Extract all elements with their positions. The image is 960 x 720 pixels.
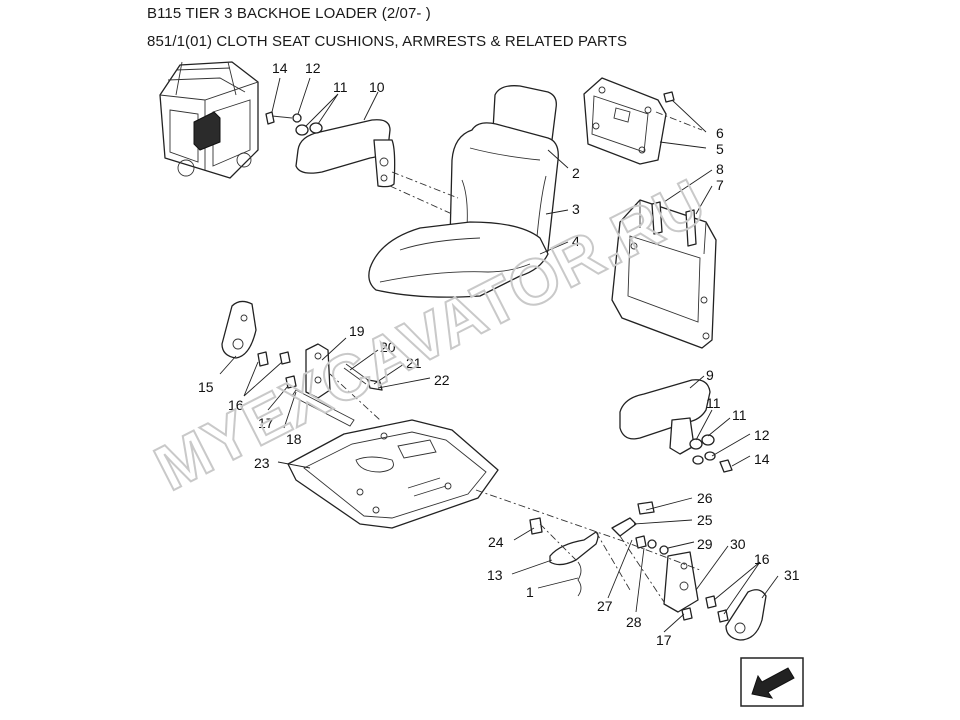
callout-7: 7 <box>716 177 724 193</box>
callout-15: 15 <box>198 379 214 395</box>
callout-22: 22 <box>434 372 450 388</box>
side-bracket-left <box>221 300 297 389</box>
callout-16-left: 16 <box>228 397 244 413</box>
seat-cushion <box>368 221 549 298</box>
callout-25: 25 <box>697 512 713 528</box>
page-title: B115 TIER 3 BACKHOE LOADER (2/07- ) <box>147 5 431 22</box>
callout-31: 31 <box>784 567 800 583</box>
armrest-upper <box>265 111 396 188</box>
callout-30: 30 <box>730 536 746 552</box>
callout-labels: 14 12 11 10 2 3 4 6 5 8 7 9 11 11 12 14 … <box>198 60 800 648</box>
callout-23: 23 <box>254 455 270 471</box>
seat-back-frame <box>611 199 717 349</box>
callout-11-right-a: 11 <box>706 395 721 411</box>
callout-12: 12 <box>305 60 321 76</box>
callout-2: 2 <box>572 165 580 181</box>
callout-1: 1 <box>526 584 534 600</box>
callout-11-right-b: 11 <box>732 407 747 423</box>
callout-28: 28 <box>626 614 642 630</box>
callout-8: 8 <box>716 161 724 177</box>
slide-adjuster-assembly <box>291 343 383 427</box>
callout-17-left: 17 <box>258 415 274 431</box>
callout-14: 14 <box>272 60 288 76</box>
callout-18: 18 <box>286 431 302 447</box>
seat-back-panel <box>583 77 675 165</box>
callout-16-right: 16 <box>754 551 770 567</box>
bolt-14-upper <box>265 111 293 125</box>
callout-24: 24 <box>488 534 504 550</box>
callout-12-right: 12 <box>754 427 770 443</box>
page-subtitle: 851/1(01) CLOTH SEAT CUSHIONS, ARMRESTS … <box>147 33 628 50</box>
assembly-center-lines <box>329 111 703 603</box>
callout-19: 19 <box>349 323 365 339</box>
callout-4: 4 <box>572 233 580 249</box>
callout-29: 29 <box>697 536 713 552</box>
callout-13: 13 <box>487 567 503 583</box>
release-lever-assembly <box>529 501 669 597</box>
callout-21: 21 <box>406 355 422 371</box>
front-direction-arrow-icon <box>740 657 804 707</box>
backhoe-cab-locator-icon <box>159 61 259 179</box>
callout-20: 20 <box>380 339 396 355</box>
armrest-lower <box>619 379 733 473</box>
callout-9: 9 <box>706 367 714 383</box>
leader-lines <box>219 77 779 633</box>
callout-11: 11 <box>333 79 348 95</box>
callout-26: 26 <box>697 490 713 506</box>
callout-5: 5 <box>716 141 724 157</box>
callout-6: 6 <box>716 125 724 141</box>
callout-14-right: 14 <box>754 451 770 467</box>
seat-pan <box>287 419 499 529</box>
callout-3: 3 <box>572 201 580 217</box>
callout-17-right: 17 <box>656 632 672 648</box>
side-bracket-right <box>663 551 767 641</box>
callout-10: 10 <box>369 79 385 95</box>
callout-27: 27 <box>597 598 613 614</box>
